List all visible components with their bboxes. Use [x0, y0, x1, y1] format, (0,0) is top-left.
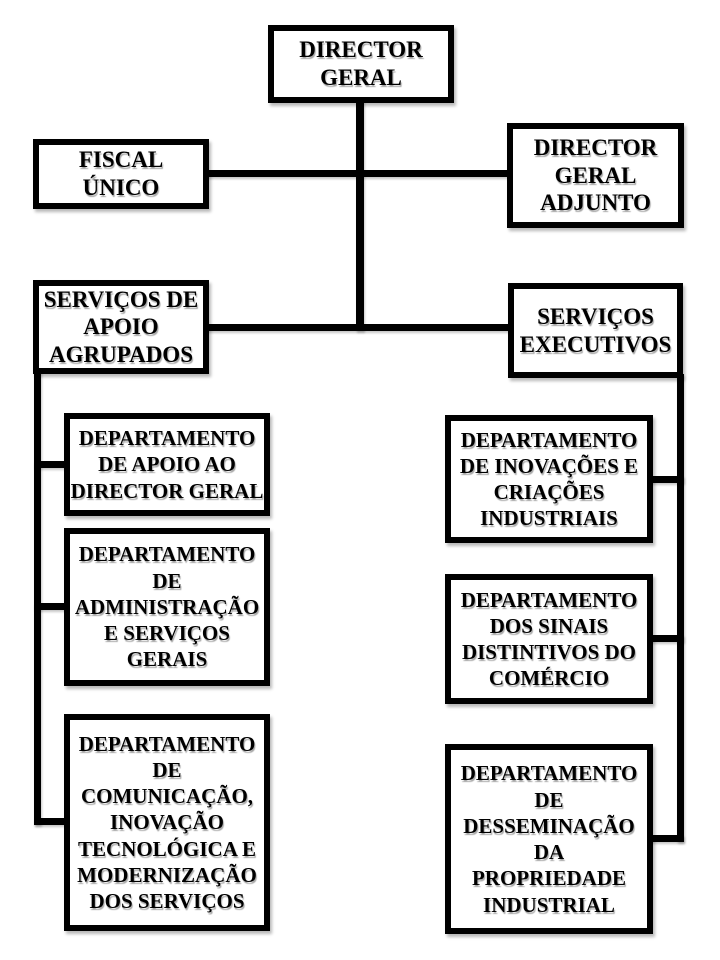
org-node-label: DEPARTAMENTO DE COMUNICAÇÃO, INOVAÇÃO TE… [77, 731, 257, 914]
org-node-director-geral-adjunto: DIRECTOR GERAL ADJUNTO [507, 123, 684, 228]
connector-trunk-vertical [356, 100, 364, 331]
org-node-label: DEPARTAMENTO DE INOVAÇÕES E CRIAÇÕES IND… [459, 427, 639, 531]
org-node-dept-inovacoes: DEPARTAMENTO DE INOVAÇÕES E CRIAÇÕES IND… [445, 415, 653, 543]
org-node-label: FISCAL ÚNICO [78, 147, 164, 200]
connector-right-branch-vertical [677, 374, 684, 842]
connector-right-stub-2 [648, 635, 684, 642]
connector-left-stub-2 [34, 603, 70, 610]
connector-upper-horizontal [205, 170, 510, 177]
org-node-dept-comunicacao: DEPARTAMENTO DE COMUNICAÇÃO, INOVAÇÃO TE… [64, 714, 270, 931]
connector-right-stub-3 [648, 835, 684, 842]
org-node-label: DEPARTAMENTO DE DESSEMINAÇÃO DA PROPRIED… [460, 761, 638, 917]
org-node-label: DIRECTOR GERAL ADJUNTO [533, 135, 658, 216]
connector-lower-horizontal [205, 324, 511, 331]
org-node-dept-sinais: DEPARTAMENTO DOS SINAIS DISTINTIVOS DO C… [445, 574, 653, 704]
connector-right-stub-1 [648, 476, 684, 483]
org-node-label: DEPARTAMENTO DE APOIO AO DIRECTOR GERAL [70, 426, 264, 503]
org-node-servicos-apoio-agrupados: SERVIÇOS DE APOIO AGRUPADOS [33, 280, 209, 374]
org-node-label: DEPARTAMENTO DOS SINAIS DISTINTIVOS DO C… [460, 587, 638, 691]
connector-left-branch-vertical [34, 370, 41, 825]
org-node-dept-apoio-director-geral: DEPARTAMENTO DE APOIO AO DIRECTOR GERAL [64, 413, 270, 516]
org-node-fiscal-unico: FISCAL ÚNICO [33, 139, 209, 209]
org-node-dept-administracao: DEPARTAMENTO DE ADMINISTRAÇÃO E SERVIÇOS… [64, 528, 270, 686]
org-node-dept-desseminacao: DEPARTAMENTO DE DESSEMINAÇÃO DA PROPRIED… [445, 744, 653, 934]
connector-left-stub-3 [34, 818, 70, 825]
org-node-label: SERVIÇOS DE APOIO AGRUPADOS [43, 286, 199, 367]
org-node-label: SERVIÇOS EXECUTIVOS [519, 303, 672, 357]
connector-left-stub-1 [34, 461, 70, 468]
org-node-label: DEPARTAMENTO DE ADMINISTRAÇÃO E SERVIÇOS… [74, 542, 260, 672]
org-node-director-geral: DIRECTOR GERAL [268, 25, 454, 103]
org-node-label: DIRECTOR GERAL [299, 37, 423, 90]
org-node-servicos-executivos: SERVIÇOS EXECUTIVOS [508, 283, 683, 378]
